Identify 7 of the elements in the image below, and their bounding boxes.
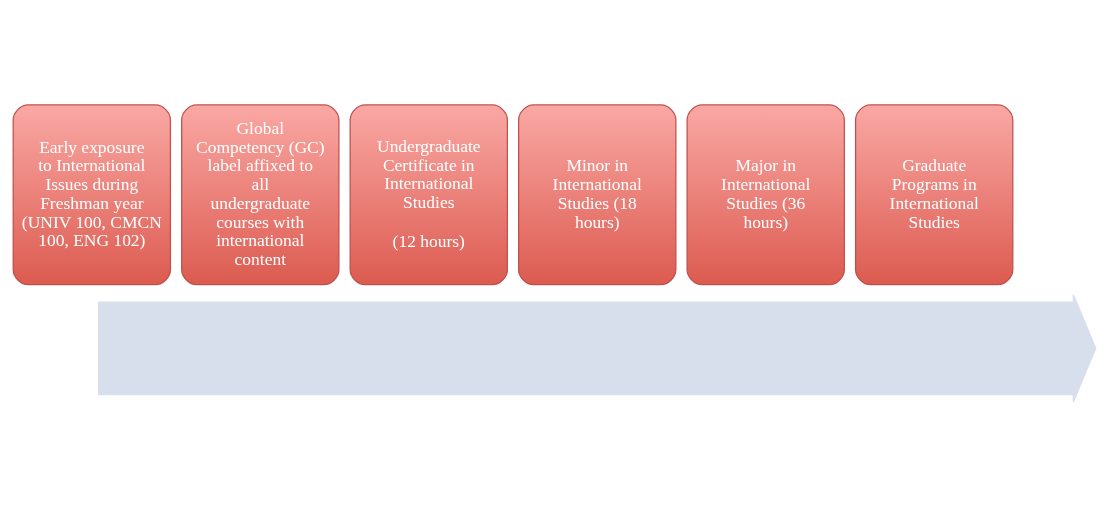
node-box: Global Competency (GC) label affixed to all undergraduate courses with international content (181, 103, 340, 285)
node-box: Minor in International Studies (18 hours) (518, 103, 677, 285)
node-box: Graduate Programs in International Studies (854, 103, 1014, 285)
node-box: Undergraduate Certificate in International Studies (12 hours) (349, 103, 508, 285)
node-box: Early exposure to International Issues during Freshman year (UNIV 100, CMCN 100, ENG 102) (12, 103, 172, 285)
node-box: Major in International Studies (36 hours) (686, 103, 845, 285)
node-arrow (98, 293, 1097, 403)
